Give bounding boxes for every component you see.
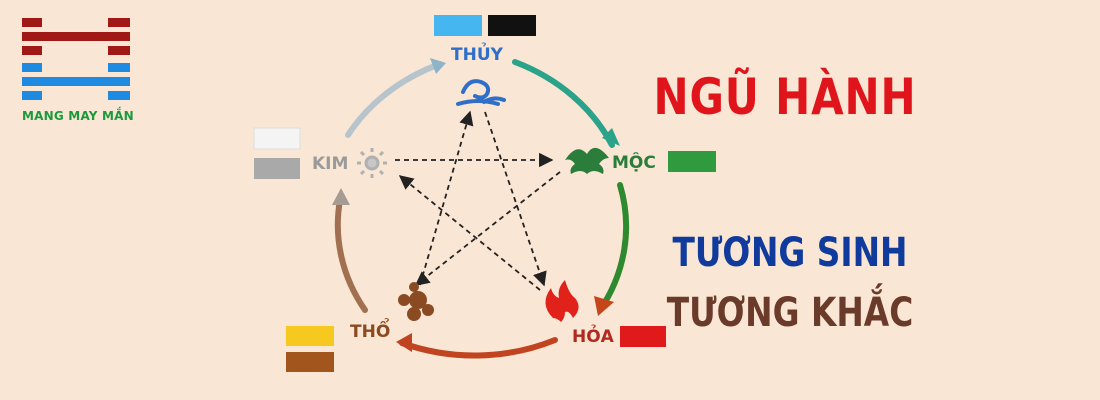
logo-text: MANG MAY MẮN <box>22 109 134 123</box>
label-hoa: HỎA <box>572 327 614 347</box>
arrow-head-tho <box>396 333 412 352</box>
arrow-head-hoa <box>594 296 614 316</box>
ke-moc-tho <box>414 171 561 286</box>
earth-icon <box>398 282 434 321</box>
logo-top-bars <box>22 18 130 55</box>
ke-thuy-hoa <box>484 111 547 287</box>
tree-icon <box>565 147 609 174</box>
subtitle-tuong-sinh: TƯƠNG SINH <box>672 230 908 276</box>
swatch-kim-2 <box>254 158 300 179</box>
arc-kim-thuy <box>345 61 443 138</box>
arrow-head-thuy <box>430 58 446 74</box>
page-title: NGŨ HÀNH <box>653 68 917 126</box>
swatch-tho-2 <box>286 352 334 372</box>
arrow-head-moc <box>602 128 620 146</box>
swatch-kim-1 <box>253 127 301 150</box>
arc-hoa-tho <box>399 337 558 359</box>
metal-icon <box>357 148 387 178</box>
arc-tho-kim <box>334 197 368 313</box>
label-tho: THỔ <box>350 322 391 342</box>
ke-tho-thuy <box>419 110 474 286</box>
swatch-thuy-2 <box>488 15 536 36</box>
subtitle-tuong-khac: TƯƠNG KHẮC <box>666 290 914 336</box>
logo-bottom-bars <box>22 63 130 100</box>
swatch-thuy-1 <box>434 15 482 36</box>
swatch-hoa-1 <box>620 326 666 347</box>
swatch-moc-1 <box>668 151 716 172</box>
label-thuy: THỦY <box>451 45 503 65</box>
arc-moc-hoa <box>597 182 630 313</box>
label-moc: MỘC <box>612 153 656 173</box>
arrow-head-kim <box>332 188 350 205</box>
water-icon <box>456 79 506 106</box>
logo-mark <box>22 18 130 100</box>
label-kim: KIM <box>312 154 349 174</box>
arc-thuy-moc <box>512 59 615 148</box>
fire-icon <box>545 280 579 322</box>
swatch-tho-1 <box>286 326 334 346</box>
ke-hoa-kim <box>398 175 541 291</box>
